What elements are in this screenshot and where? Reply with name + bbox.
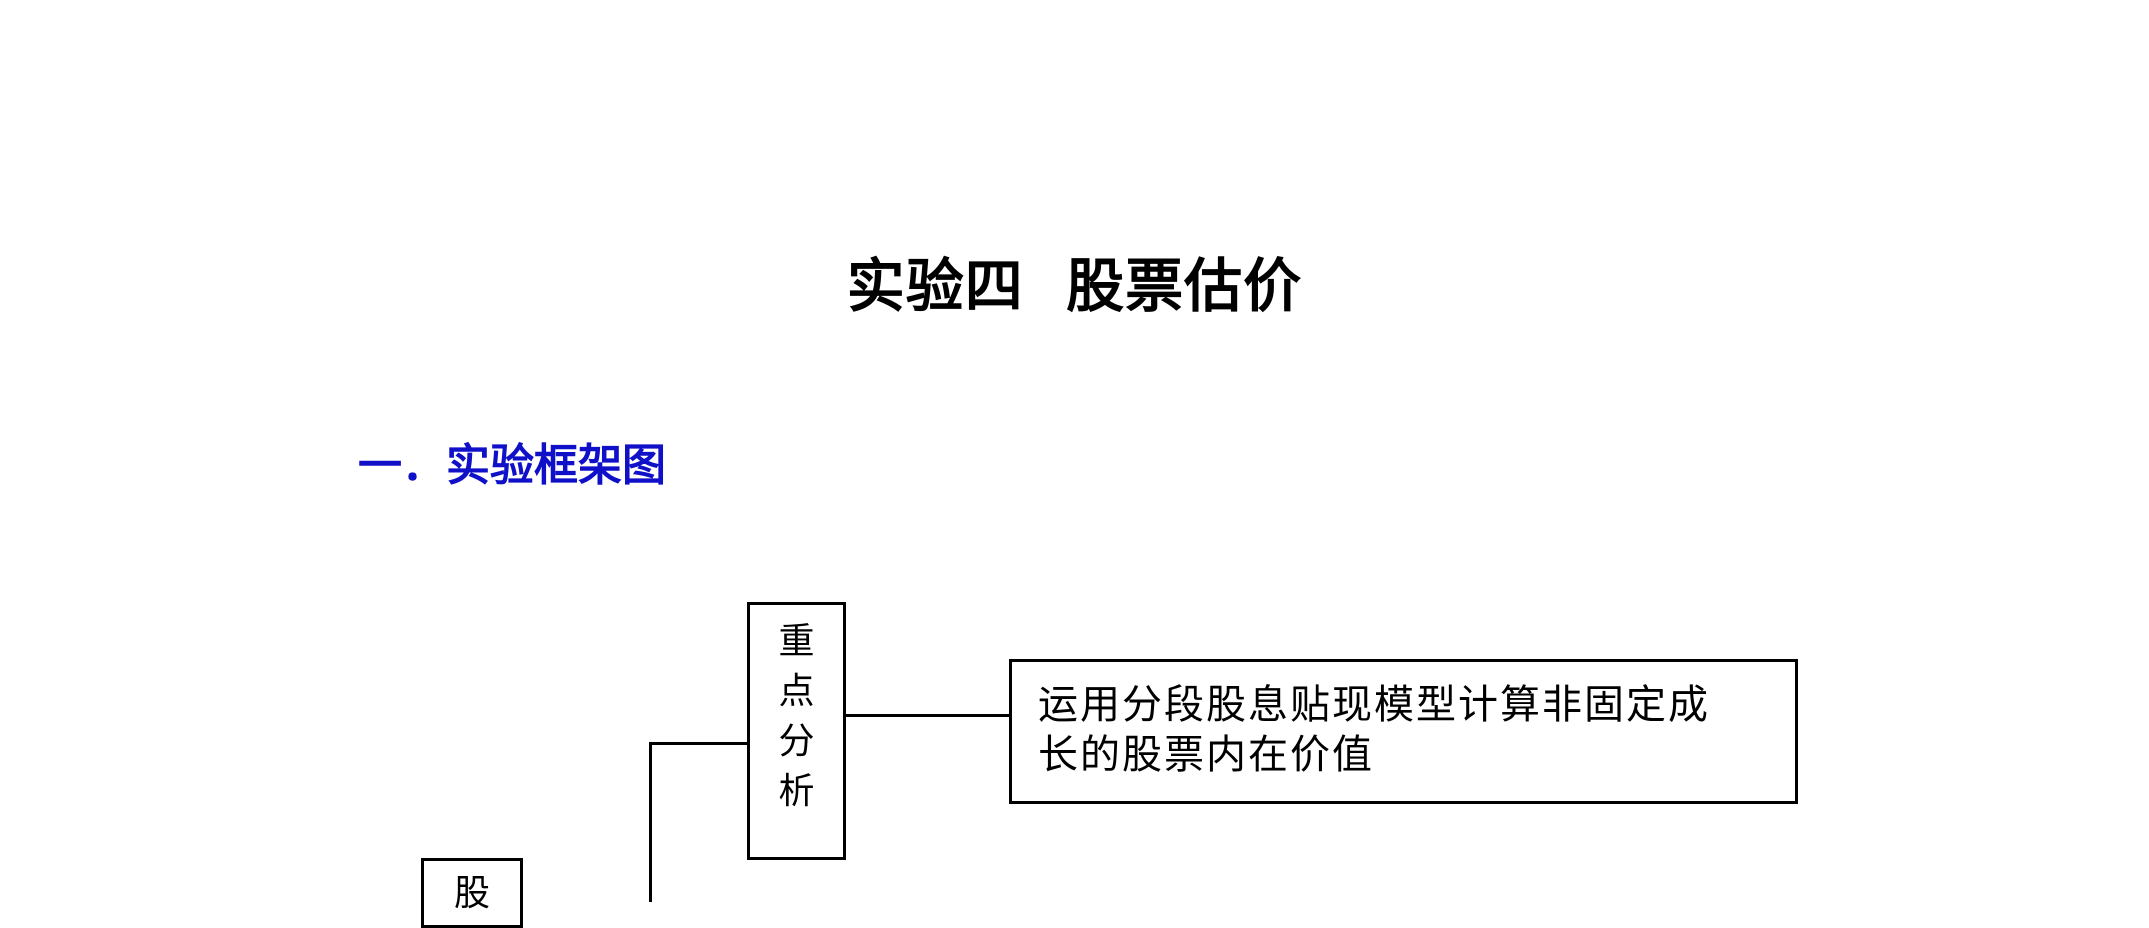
focus-char-1: 重: [778, 621, 815, 662]
description-line-1: 运用分段股息贴现模型计算非固定成: [1038, 682, 1710, 728]
page-title: 实验四 股票估价: [846, 252, 1303, 320]
connector-trunk-to-focus: [649, 742, 749, 745]
description-line-2: 长的股票内在价值: [1038, 732, 1374, 778]
connector-focus-to-description: [844, 714, 1011, 717]
section-heading: 一．实验框架图: [358, 440, 666, 491]
focus-char-2: 点: [778, 671, 815, 712]
description-box: 运用分段股息贴现模型计算非固定成 长的股票内在价值: [1009, 659, 1798, 804]
root-box: 股: [421, 858, 523, 928]
focus-char-4: 析: [778, 771, 815, 812]
focus-char-3: 分: [778, 721, 815, 762]
root-box-label: 股: [453, 873, 490, 914]
focus-analysis-box: 重 点 分 析: [747, 602, 846, 860]
connector-trunk-vertical: [649, 742, 652, 902]
